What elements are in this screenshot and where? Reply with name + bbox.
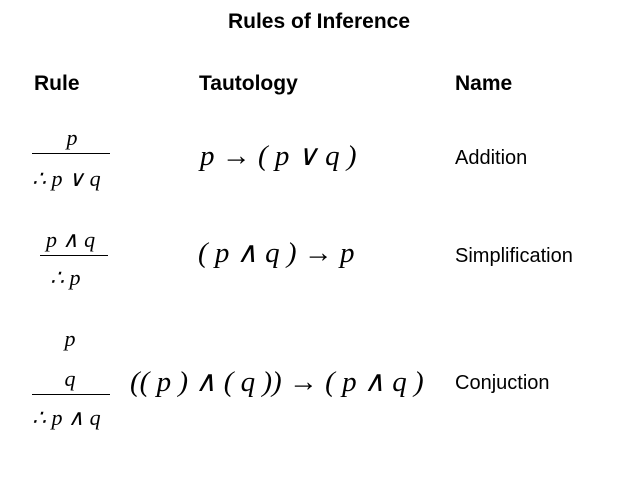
tautology-text: ( p ∧ q ) → p xyxy=(198,237,355,269)
page-title: Rules of Inference xyxy=(227,10,411,33)
tautology-column-header: Tautology xyxy=(199,72,298,95)
tautology-formula: p → ( p ∨ q ) xyxy=(200,138,357,173)
conclusion: ∴ p xyxy=(50,265,81,290)
premise-1: p xyxy=(66,125,78,150)
rule-column-header: Rule xyxy=(34,72,80,95)
rule-name: Conjuction xyxy=(455,372,550,394)
tautology-formula: ( p ∧ q ) → p xyxy=(198,235,355,270)
inference-bar xyxy=(32,153,110,154)
premise-2: q xyxy=(64,366,76,391)
inference-bar xyxy=(32,394,110,395)
rule-name: Simplification xyxy=(455,245,573,267)
premise-1: p ∧ q xyxy=(46,227,96,252)
conclusion: ∴ p ∧ q xyxy=(32,405,101,430)
rule-name: Addition xyxy=(455,147,528,169)
inference-bar xyxy=(40,255,108,256)
tautology-formula: (( p ) ∧ ( q )) → ( p ∧ q ) xyxy=(130,364,424,399)
tautology-text: p → ( p ∨ q ) xyxy=(200,140,357,172)
tautology-text: (( p ) ∧ ( q )) → ( p ∧ q ) xyxy=(130,366,424,398)
premise-1: p xyxy=(64,326,76,351)
conclusion: ∴ p ∨ q xyxy=(32,166,101,191)
name-column-header: Name xyxy=(455,72,513,95)
